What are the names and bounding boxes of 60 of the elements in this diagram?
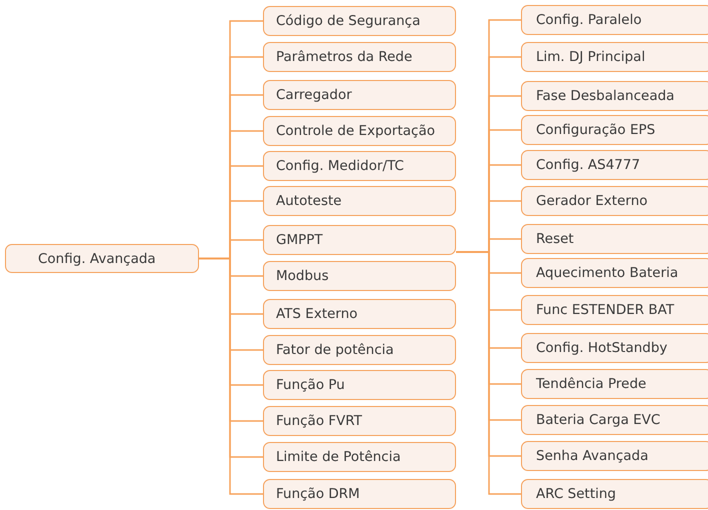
menu-item-box (263, 6, 456, 36)
menu-item-box (521, 369, 708, 399)
menu-item-box (521, 115, 708, 145)
menu-item-label: Autoteste (276, 193, 342, 209)
menu-item-label: Fator de potência (276, 342, 394, 358)
menu-item-label: ATS Externo (276, 306, 358, 322)
menu-item-box (521, 186, 708, 216)
connector-line (199, 258, 263, 495)
menu-item-label: Config. AS4777 (536, 157, 640, 173)
menu-item-label: Lim. DJ Principal (536, 49, 646, 65)
menu-item-label: Tendência Prede (536, 376, 646, 392)
menu-item-box (521, 479, 708, 509)
menu-item-box (521, 224, 708, 254)
menu-item-label: Função DRM (276, 486, 360, 502)
menu-item-label: Reset (536, 231, 574, 247)
menu-item-box (263, 42, 456, 72)
menu-item-box (521, 42, 708, 72)
menu-item-box (263, 406, 456, 436)
menu-item-box (263, 225, 456, 255)
menu-item-label: Código de Segurança (276, 13, 420, 29)
menu-item-label: Fase Desbalanceada (536, 88, 674, 104)
menu-item-label: Config. Paralelo (536, 12, 642, 28)
menu-item-box (263, 479, 456, 509)
menu-item-label: Config. Avançada (38, 250, 156, 266)
menu-item-label: Func ESTENDER BAT (536, 302, 674, 318)
menu-item-label: ARC Setting (536, 486, 616, 502)
menu-item-box (263, 335, 456, 365)
menu-item-box (521, 150, 708, 180)
menu-item-box (263, 151, 456, 181)
menu-item-label: Gerador Externo (536, 193, 648, 209)
menu-item-box (521, 441, 708, 471)
menu-item-label: Bateria Carga EVC (536, 412, 660, 428)
menu-item-box (521, 333, 708, 363)
menu-item-label: Limite de Potência (276, 449, 401, 465)
menu-item-box (521, 258, 708, 288)
menu-item-label: Parâmetros da Rede (276, 49, 412, 65)
menu-item-label: Senha Avançada (536, 448, 648, 464)
menu-item-box (521, 405, 708, 435)
menu-item-box (263, 186, 456, 216)
menu-item-label: Carregador (276, 87, 352, 103)
menu-item-label: Aquecimento Bateria (536, 265, 678, 281)
menu-item-box (263, 442, 456, 472)
menu-item-box (521, 295, 708, 325)
menu-item-box (263, 299, 456, 329)
menu-item-box (263, 370, 456, 400)
menu-item-label: GMPPT (276, 232, 323, 248)
menu-item-label: Função Pu (276, 377, 345, 393)
menu-item-box (521, 81, 708, 111)
menu-item-box (263, 261, 456, 291)
menu-item-label: Controle de Exportação (276, 123, 435, 139)
menu-item-label: Função FVRT (276, 413, 362, 429)
menu-item-box (521, 5, 708, 35)
menu-item-label: Modbus (276, 268, 329, 284)
menu-item-label: Config. Medidor/TC (276, 158, 404, 174)
menu-item-label: Configuração EPS (536, 122, 656, 138)
menu-item-label: Config. HotStandby (536, 340, 668, 356)
menu-item-box (5, 244, 199, 273)
menu-item-box (263, 116, 456, 146)
connector-line (456, 251, 521, 495)
menu-item-box (263, 80, 456, 110)
